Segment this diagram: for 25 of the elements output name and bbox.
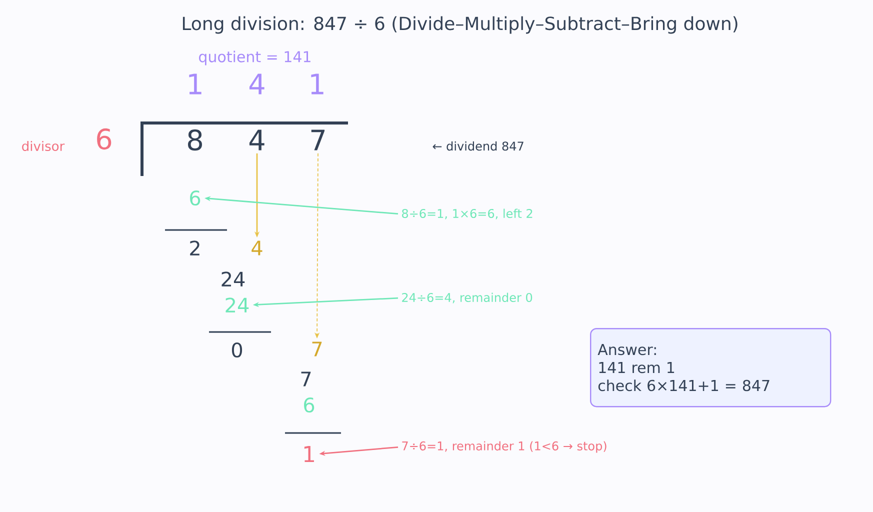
product-digit: 6 bbox=[304, 397, 314, 413]
title: Long division: 847 ÷ 6 (Divide–Multiply–Subtract–Bring down) bbox=[182, 16, 738, 34]
step-note: 8÷6=1, 1×6=6, left 2 bbox=[402, 208, 532, 220]
product-digit: 6 bbox=[190, 190, 200, 206]
quotient-digit: 1 bbox=[311, 74, 324, 94]
product-number: 24 bbox=[226, 298, 249, 312]
difference-digit: 2 bbox=[190, 240, 200, 256]
difference-digit: 0 bbox=[232, 342, 242, 358]
step-note: 24÷6=4, remainder 0 bbox=[402, 292, 532, 304]
brought-down-digit: 4 bbox=[252, 240, 262, 256]
dividend-digit: 4 bbox=[249, 130, 264, 150]
partial-number: 7 bbox=[301, 372, 311, 386]
remainder-digit: 1 bbox=[304, 446, 314, 462]
dividend-digit: 7 bbox=[311, 130, 325, 150]
dividend-label: ← dividend 847 bbox=[432, 141, 524, 151]
partial-number: 24 bbox=[222, 272, 245, 286]
brought-down-digit: 7 bbox=[312, 342, 322, 356]
divisor-digit: 6 bbox=[97, 128, 112, 150]
quotient-label: quotient = 141 bbox=[199, 50, 310, 66]
answer-box: Answer: 141 rem 1 check 6×141+1 = 847 bbox=[590, 328, 832, 408]
step-note: 7÷6=1, remainder 1 (1<6 → stop) bbox=[402, 441, 606, 453]
quotient-digit: 4 bbox=[249, 74, 264, 94]
divisor-label: divisor bbox=[22, 140, 65, 152]
dividend-digit: 8 bbox=[188, 129, 202, 151]
quotient-digit: 1 bbox=[189, 74, 202, 94]
